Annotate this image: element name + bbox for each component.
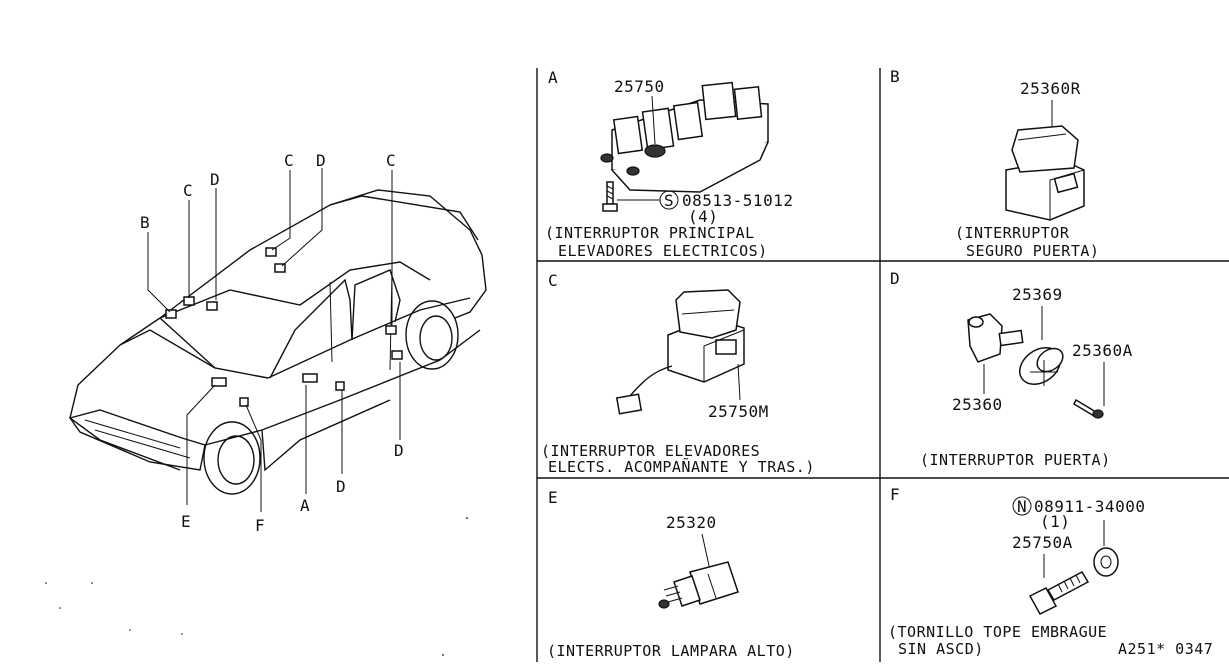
panel-grid [536, 68, 1229, 662]
caption-b-line1: (INTERRUPTOR [955, 224, 1070, 242]
bolt-number: 08513-51012 [682, 191, 793, 210]
diagram-reference-code: A251* 0347 [1118, 640, 1213, 658]
car-label-d3: D [336, 477, 346, 496]
panel-a: A 25750 S 08513-51012 (4) (INTERRUPTOR P… [545, 68, 793, 260]
car-label-f: F [255, 516, 265, 535]
panel-b-letter: B [890, 67, 900, 86]
car-label-c2: C [284, 151, 294, 170]
car-label-d1: D [210, 170, 220, 189]
car-label-b: B [140, 213, 150, 232]
caption-b-line2: SEGURO PUERTA) [966, 242, 1099, 260]
panel-d: D 25369 25360A 25360 (INTERRUPTOR PUERTA… [890, 269, 1133, 469]
n-symbol-circle [1012, 496, 1032, 516]
part-number-25360a: 25360A [1072, 341, 1133, 360]
main-window-switch-icon [600, 81, 769, 193]
caption-f-line1: (TORNILLO TOPE EMBRAGUE [888, 623, 1107, 641]
caption-e-line1: (INTERRUPTOR LAMPARA ALTO) [547, 642, 795, 660]
part-number-25750: 25750 [614, 77, 665, 96]
car-label-d2: D [316, 151, 326, 170]
part-number-25750a: 25750A [1012, 533, 1073, 552]
s-symbol-circle [659, 190, 679, 210]
part-number-25360r: 25360R [1020, 79, 1081, 98]
nut-symbol-n: N [1017, 497, 1027, 516]
caption-c-line1: (INTERRUPTOR ELEVADORES [541, 442, 760, 460]
car-label-e: E [181, 512, 191, 531]
car-label-c3: C [386, 151, 396, 170]
part-number-25369: 25369 [1012, 285, 1063, 304]
panel-c-letter: C [548, 271, 558, 290]
panel-f: F N 08911-34000 (1) 25750A (TORNILLO TOP… [888, 485, 1213, 658]
panel-e: E 25320 (INTERRUPTOR LAMPARA ALTO) [547, 488, 795, 660]
panel-c: C 25750M (INTERRUPTOR ELEVADORES ELECTS.… [541, 271, 815, 476]
caption-a-line1: (INTERRUPTOR PRINCIPAL [545, 224, 755, 242]
screw-icon [602, 181, 618, 212]
panel-b: B 25360R (INTERRUPTOR SEGURO PUERTA) [890, 67, 1099, 260]
part-number-25320: 25320 [666, 513, 717, 532]
passenger-window-switch-icon [615, 289, 745, 415]
caption-f-line2: SIN ASCD) [898, 640, 984, 658]
nut-number: 08911-34000 [1034, 497, 1145, 516]
panel-e-letter: E [548, 488, 558, 507]
stop-lamp-switch-icon [658, 561, 739, 609]
panel-f-letter: F [890, 485, 900, 504]
panel-d-letter: D [890, 269, 900, 288]
car-label-c1: C [183, 181, 193, 200]
caption-c-line2: ELECTS. ACOMPAÑANTE Y TRAS.) [548, 457, 815, 476]
caption-a-line2: ELEVADORES ELECTRICOS) [558, 242, 768, 260]
door-switch-icon [967, 313, 1104, 419]
caption-d-line1: (INTERRUPTOR PUERTA) [920, 451, 1111, 469]
car-label-a: A [300, 496, 310, 515]
car-label-d4: D [394, 441, 404, 460]
bolt-quantity: (4) [688, 207, 718, 226]
door-lock-switch-icon [1005, 125, 1085, 221]
panel-a-letter: A [548, 68, 558, 87]
part-number-25750m: 25750M [708, 402, 769, 421]
nut-quantity: (1) [1040, 512, 1070, 531]
car-illustration: B C D C D C E F A D D [45, 151, 487, 656]
clutch-stop-bolt-icon [1028, 547, 1119, 615]
part-number-25360: 25360 [952, 395, 1003, 414]
bolt-symbol-s: S [664, 191, 674, 210]
